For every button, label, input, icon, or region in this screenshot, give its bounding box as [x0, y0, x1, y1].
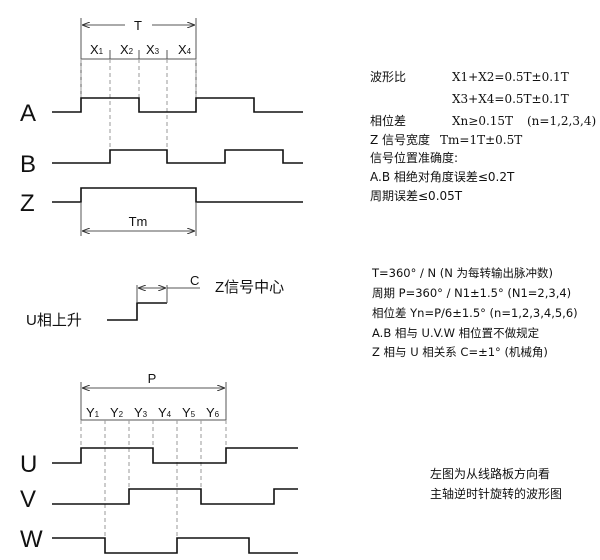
segment-y6: Y6: [206, 405, 220, 420]
signal-b-wave: [52, 149, 303, 164]
period-t-label: T: [134, 18, 142, 33]
uvw-line-5: Z 相与 U 相关系 C=±1° (机械角): [372, 345, 548, 359]
segment-y4: Y4: [158, 405, 172, 420]
uvw-line-4: A.B 相与 U.V.W 相位置不做规定: [372, 326, 540, 340]
segment-x2: X2: [120, 42, 134, 57]
segment-y1: Y1: [86, 405, 100, 420]
z-center-label: Z信号中心: [215, 279, 284, 296]
accuracy-period: 周期误差≤0.05T: [370, 189, 463, 203]
note-line-1: 左图为从线路板方向看: [430, 467, 551, 481]
segment-y3: Y3: [134, 405, 148, 420]
z-width-value: Tm=1T±0.5T: [440, 133, 523, 147]
segment-y5: Y5: [182, 405, 196, 420]
uvw-line-2: 周期 P=360° / N1±1.5° (N1=2,3,4): [372, 286, 572, 300]
segment-y2: Y2: [110, 405, 124, 420]
uvw-timing-diagram: P Y1 Y2 Y3 Y4 Y5 Y6 U V W: [20, 371, 298, 554]
note-line-2: 主轴逆时针旋转的波形图: [430, 487, 563, 501]
signal-w-wave: [52, 537, 298, 554]
signal-w-label: W: [20, 526, 43, 553]
uvw-line-1: T=360° / N (N 为每转输出脉冲数): [372, 266, 554, 280]
signal-u-wave: [52, 447, 298, 464]
duty-label: 波形比: [370, 70, 407, 84]
phase-label: 相位差: [370, 114, 407, 128]
u-z-relation-diagram: U相上升 C Z信号中心: [26, 273, 284, 329]
u-rise-label: U相上升: [26, 312, 82, 329]
u-rise-step: [107, 302, 167, 321]
phase-range: (n=1,2,3,4): [527, 114, 597, 128]
abz-timing-diagram: T X1 X2 X3 X4 A B Z Tm: [20, 18, 303, 236]
z-width-label: Z 信号宽度: [370, 133, 431, 147]
signal-u-label: U: [20, 451, 37, 478]
accuracy-ab: A.B 相绝对角度误差≤0.2T: [370, 170, 515, 184]
c-label: C: [190, 273, 199, 288]
signal-v-wave: [52, 488, 298, 505]
signal-a-label: A: [20, 100, 36, 127]
segment-x1: X1: [90, 42, 104, 57]
accuracy-title: 信号位置准确度:: [370, 151, 459, 165]
tm-label: Tm: [129, 214, 148, 229]
signal-a-wave: [52, 97, 303, 113]
signal-v-label: V: [20, 486, 36, 513]
segment-x4: X4: [178, 42, 192, 57]
period-p-label: P: [148, 371, 157, 386]
phase-value: Xn≥0.15T: [452, 114, 514, 128]
signal-z-wave: [52, 187, 303, 203]
uvw-line-3: 相位差 Yn=P/6±1.5° (n=1,2,3,4,5,6): [372, 306, 578, 320]
segment-x3: X3: [146, 42, 160, 57]
duty-x1-x2: X1+X2=0.5T±0.1T: [452, 70, 569, 84]
duty-x3-x4: X3+X4=0.5T±0.1T: [452, 92, 569, 106]
signal-z-label: Z: [20, 190, 35, 217]
signal-b-label: B: [20, 151, 36, 178]
